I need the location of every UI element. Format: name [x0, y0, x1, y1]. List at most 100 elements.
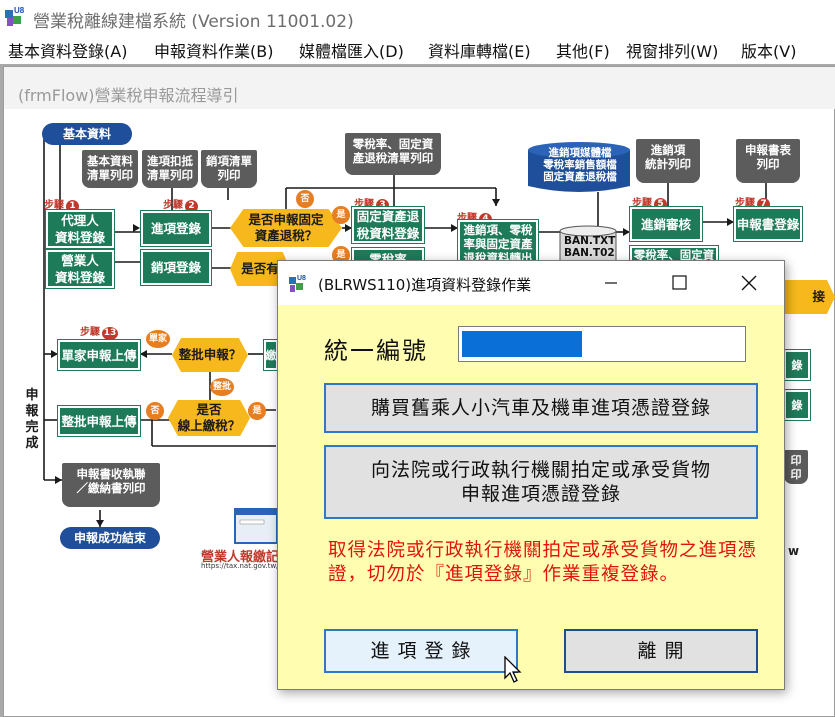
- doc-basic-list-line2: 清單列印: [87, 168, 133, 182]
- box-fixed-asset-register[interactable]: 固定資產退稅資料登錄: [351, 206, 425, 244]
- box-purchase-register[interactable]: 進項登錄: [140, 210, 212, 247]
- minimize-icon[interactable]: [588, 261, 634, 305]
- box-business-register[interactable]: 營業人資料登錄: [45, 249, 115, 289]
- doc-right-line2: 印: [790, 468, 802, 481]
- menu-item-2[interactable]: 媒體檔匯入(D): [299, 42, 404, 61]
- diamond-partial-text: 是否有: [241, 261, 279, 276]
- diamond-fixed-asset-shape: [230, 209, 342, 247]
- duplicate-warning-text: 取得法院或行政執行機關拍定或承受貨物之進項憑證，切勿於『進項登錄』作業重複登錄。: [328, 540, 758, 585]
- box-review[interactable]: 進銷審核: [629, 206, 703, 242]
- mouse-cursor-icon: [504, 656, 522, 683]
- link-tax-url[interactable]: https://tax.nat.gov.tw/alltax-: [201, 562, 301, 570]
- dialog-titlebar[interactable]: U8 (BLRWS110)進項資料登錄作業: [278, 261, 784, 305]
- dot-yes-1: 是: [332, 206, 350, 224]
- used-vehicle-register-label: 購買舊乘人小汽車及機車進項憑證登錄: [370, 397, 711, 419]
- doc-sales-list-line2: 列印: [217, 168, 241, 182]
- diamond-fixed-asset[interactable]: 是否申報固定資產退稅？: [230, 209, 342, 247]
- box-right-partial-2[interactable]: 錄: [783, 389, 811, 421]
- u8-app-icon: U8: [5, 6, 25, 26]
- doc-sales-list-line1: 銷項清單: [206, 154, 252, 168]
- doc-receipt-line2: ／繳納書列印: [76, 481, 146, 495]
- court-auction-register-button[interactable]: 向法院或行政執行機關拍定或承受貨物 申報進項憑證登錄: [324, 445, 758, 519]
- vertical-done-label: 申 報 完 成: [24, 388, 40, 452]
- doc-basic-list-line1: 基本資料: [87, 154, 133, 168]
- doc-deduct-list[interactable]: 進項扣抵 清單列印: [142, 150, 198, 188]
- court-auction-label-line1: 向法院或行政執行機關拍定或承受貨物: [370, 459, 711, 481]
- dot-no-2: 否: [146, 402, 164, 420]
- flow-guide-titlebar[interactable]: (frmFlow)營業稅申報流程導引: [4, 67, 835, 109]
- dot-batch: 整批: [210, 378, 234, 396]
- doc-deduct-list-line1: 進項扣抵: [147, 154, 193, 168]
- menu-item-1[interactable]: 申報資料作業(B): [154, 42, 274, 61]
- doc-zero-tax[interactable]: 零稅率、固定資 產退稅清單列印: [345, 133, 441, 175]
- doc-basic-list[interactable]: 基本資料 清單列印: [82, 150, 138, 188]
- diamond-batch[interactable]: 整批申報？: [172, 338, 248, 372]
- doc-receipt-print[interactable]: 申報書收執聯 ／繳納書列印: [62, 463, 160, 507]
- leave-button[interactable]: 離 開: [564, 629, 758, 673]
- purchase-register-label: 進 項 登 錄: [370, 640, 472, 662]
- box-batch-upload[interactable]: 整批申報上傳: [57, 405, 141, 437]
- dot-no: 否: [296, 190, 314, 208]
- doc-return-print[interactable]: 申報書表 列印: [736, 139, 800, 183]
- doc-return-print-line2: 列印: [756, 157, 780, 171]
- doc-purchase-stats-line2: 統計列印: [645, 157, 691, 171]
- box-business-line1: 營業人: [61, 253, 99, 268]
- box-transfer-line1: 進銷項、零稅: [463, 223, 533, 237]
- pill-success-end[interactable]: 申報成功結束: [60, 527, 160, 549]
- cyl-media-line3: 固定資產退稅檔: [543, 171, 617, 183]
- svg-text:U8: U8: [297, 275, 306, 282]
- app-title: 營業稅離線建檔系統 (Version 11001.02): [33, 12, 354, 32]
- vertical-done-4: 成: [25, 436, 39, 451]
- unified-number-input[interactable]: [458, 326, 746, 362]
- diamond-online-shape: [168, 400, 250, 436]
- vertical-done-1: 申: [25, 388, 39, 403]
- doc-receipt-line1: 申報書收執聯: [76, 467, 146, 481]
- box-transfer-line2: 率與固定資產: [463, 237, 533, 251]
- box-fixed-asset-line1: 固定資產退: [356, 209, 420, 224]
- diamond-batch-text: 整批申報？: [178, 347, 242, 362]
- close-icon[interactable]: [726, 261, 772, 305]
- step-13-number: 13: [102, 327, 118, 340]
- vertical-done-2: 報: [25, 404, 39, 419]
- menu-item-4[interactable]: 其他(F): [556, 42, 610, 61]
- doc-right-line1: 印: [790, 454, 802, 467]
- used-vehicle-register-button[interactable]: 購買舊乘人小汽車及機車進項憑證登錄: [324, 383, 758, 433]
- dialog-title: (BLRWS110)進項資料登錄作業: [318, 276, 532, 294]
- diamond-online-line2: 線上繳稅？: [177, 418, 241, 433]
- step-2-number: 2: [185, 200, 198, 213]
- u8-dialog-icon: U8: [289, 275, 306, 292]
- diamond-fixed-asset-line2: 資產退稅？: [254, 228, 318, 243]
- maximize-icon[interactable]: [656, 261, 702, 305]
- box-single-upload[interactable]: 單家申報上傳: [57, 339, 141, 371]
- menu-item-5[interactable]: 視窗排列(W): [626, 42, 719, 61]
- box-agent-line1: 代理人: [61, 213, 99, 228]
- doc-sales-list[interactable]: 銷項清單 列印: [201, 150, 257, 188]
- diamond-fixed-asset-line1: 是否申報固定: [248, 212, 324, 227]
- cylinder-ban-files: [559, 225, 617, 263]
- purchase-register-button[interactable]: 進 項 登 錄: [324, 629, 518, 673]
- box-sales-register[interactable]: 銷項登錄: [140, 249, 212, 286]
- box-agent-line2: 資料登錄: [54, 230, 105, 245]
- vertical-done-3: 完: [25, 420, 39, 435]
- link-tax-record[interactable]: 營業人報繳記: [201, 550, 280, 565]
- doc-right-partial[interactable]: 印 印: [784, 450, 808, 484]
- doc-purchase-stats[interactable]: 進銷項 統計列印: [636, 139, 700, 183]
- menu-item-6[interactable]: 版本(V): [741, 42, 797, 61]
- box-right-partial-1[interactable]: 錄: [783, 349, 811, 381]
- app-titlebar: U8 營業稅離線建檔系統 (Version 11001.02): [0, 0, 835, 34]
- diamond-right-text: 接: [812, 289, 825, 304]
- cyl-media-line2: 零稅率銷售額檔: [543, 159, 617, 171]
- court-auction-label-line2: 申報進項憑證登錄: [460, 483, 621, 505]
- diamond-online-tax[interactable]: 是否線上繳稅？: [168, 400, 250, 436]
- unified-number-label: 統一編號: [324, 337, 428, 365]
- doc-purchase-stats-line1: 進銷項: [650, 143, 686, 157]
- pill-basic-data[interactable]: 基本資料: [42, 123, 132, 145]
- menu-item-3[interactable]: 資料庫轉檔(E): [428, 42, 531, 61]
- purchase-register-dialog: U8 (BLRWS110)進項資料登錄作業 統一編號 購買舊乘人小汽車及機車進項…: [277, 260, 785, 690]
- box-return-register[interactable]: 申報書登錄: [733, 206, 803, 242]
- box-left-partial[interactable]: 繳: [263, 339, 279, 371]
- menu-item-0[interactable]: 基本資料登錄(A): [8, 42, 128, 61]
- box-agent-register[interactable]: 代理人資料登錄: [45, 209, 115, 249]
